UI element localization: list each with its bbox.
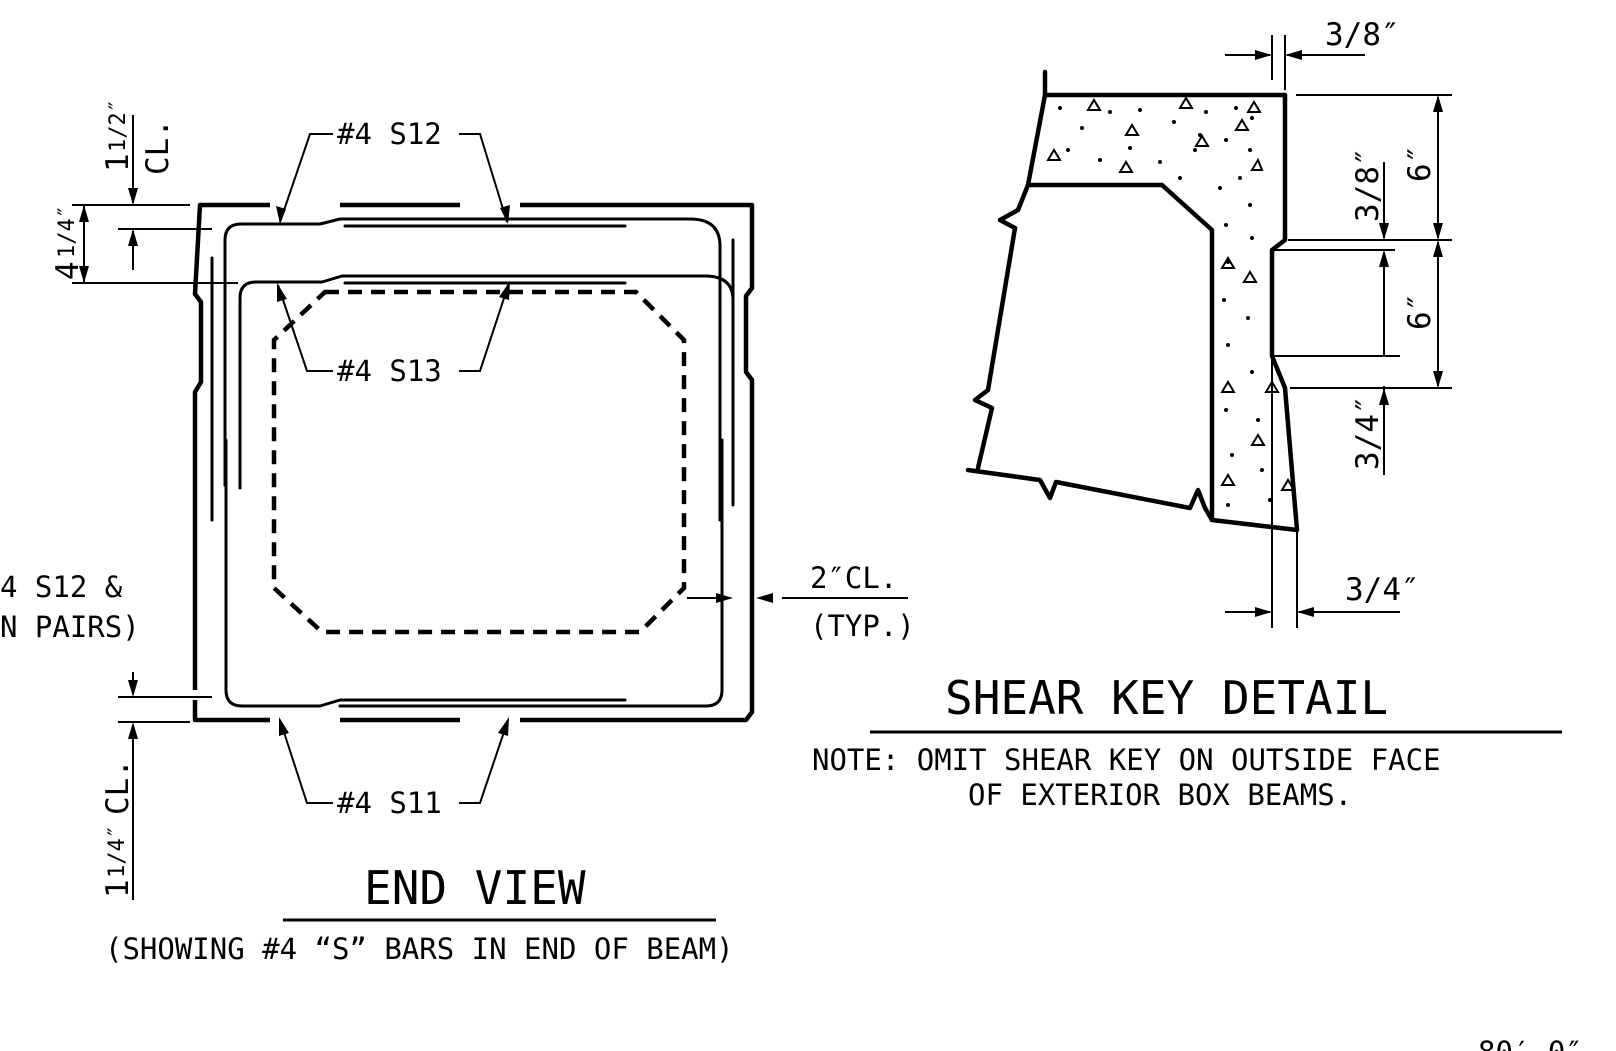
key-depth-whole: 4 — [50, 261, 86, 280]
s12-label: #4 S12 — [337, 117, 442, 151]
s12-bar — [223, 217, 722, 522]
adjacent-beam-outline — [965, 69, 1215, 523]
end-view: #4 S12 #4 S13 #4 S11 4 S12 & N PAIRS) — [0, 99, 915, 966]
top-offset-dimension — [1225, 35, 1365, 90]
upper-height-dimension — [1288, 94, 1452, 241]
bottom-clear-dimension — [118, 672, 212, 900]
shear-key-detail: 3/8″ 6″ 3/8″ 6″ — [812, 17, 1562, 812]
s11-bar-right — [338, 438, 724, 708]
s13-bar — [238, 274, 735, 490]
pairs-label-line2: N PAIRS) — [0, 610, 140, 644]
s12-leaders — [276, 133, 510, 224]
bottom-offset-dimension — [1225, 360, 1400, 628]
top-clear-frac: 1/2″ — [106, 99, 131, 152]
lower-height-label: 6″ — [1402, 293, 1438, 330]
s11-leaders — [279, 717, 509, 804]
top-clear-cl: CL. — [140, 119, 176, 175]
end-view-subtitle: (SHOWING #4 “S” BARS IN END OF BEAM) — [105, 932, 734, 966]
s13-label: #4 S13 — [337, 354, 442, 388]
key-depth-dimension — [72, 204, 238, 284]
s11-label: #4 S11 — [337, 786, 442, 820]
lower-height-dimension — [1290, 240, 1452, 389]
side-typ-label: (TYP.) — [810, 609, 915, 643]
top-offset-label: 3/8″ — [1325, 17, 1400, 53]
lower-offset-label: 3/4″ — [1350, 395, 1386, 470]
shear-key-note-line1: NOTE: OMIT SHEAR KEY ON OUTSIDE FACE — [812, 743, 1441, 777]
upper-height-label: 6″ — [1402, 145, 1438, 182]
top-clear-whole: 1 — [100, 153, 136, 172]
concrete-stipple — [1058, 106, 1272, 507]
key-offset-label: 3/8″ — [1350, 147, 1386, 222]
void-outline — [271, 289, 687, 635]
shear-key-title: SHEAR KEY DETAIL — [945, 671, 1388, 725]
key-offset-dimension — [1272, 162, 1395, 356]
corner-dimension-text: 80′-0″ — [1478, 1035, 1583, 1051]
top-clear-dimension — [118, 115, 212, 270]
shear-key-section — [1025, 92, 1300, 533]
end-view-title: END VIEW — [364, 861, 586, 915]
bottom-clear-cl: CL. — [100, 759, 136, 815]
key-depth-frac: 1/4″ — [55, 205, 80, 258]
bottom-clear-frac: 1/4″ — [105, 825, 130, 878]
concrete-aggregate — [1046, 96, 1296, 491]
side-clear-label: 2″CL. — [810, 561, 897, 595]
shear-key-note-line2: OF EXTERIOR BOX BEAMS. — [968, 778, 1352, 812]
pairs-label-line1: 4 S12 & — [0, 570, 123, 604]
s11-bar — [224, 438, 627, 708]
bottom-offset-label: 3/4″ — [1345, 572, 1420, 608]
bottom-clear-whole: 1 — [100, 879, 136, 898]
s13-leaders — [277, 281, 510, 372]
box-beam-outline — [192, 202, 755, 723]
side-clear-dimension — [687, 593, 908, 603]
lower-offset-dimension — [1272, 355, 1400, 475]
